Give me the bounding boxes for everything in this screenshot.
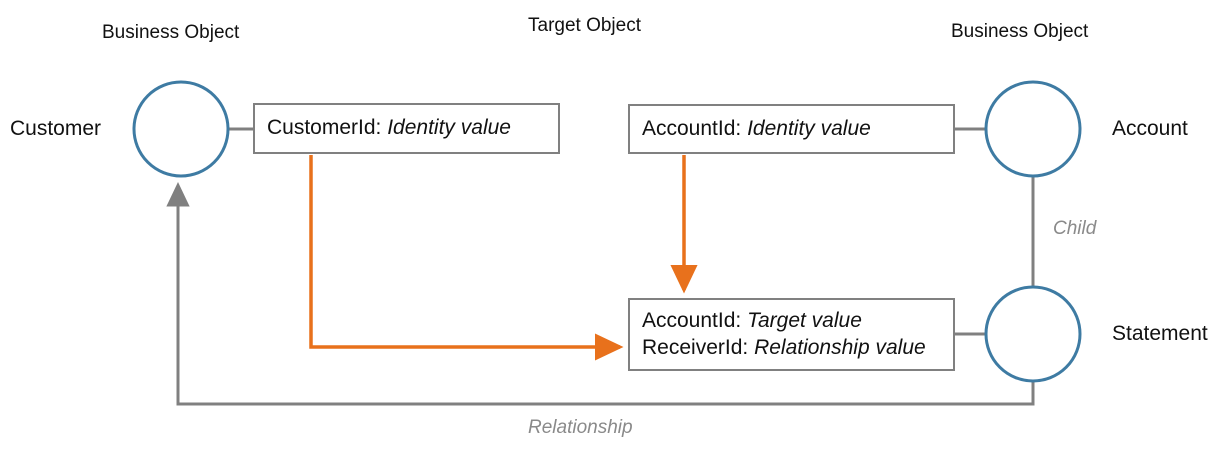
attribute-box-statement-keys: AccountId: Target value ReceiverId: Rela… xyxy=(628,298,955,371)
attribute-key: AccountId: xyxy=(642,308,742,332)
entity-circle-account xyxy=(984,80,1082,178)
header-target-object: Target Object xyxy=(528,15,641,36)
relationship-label-child: Child xyxy=(1053,218,1097,239)
attribute-line: ReceiverId: Relationship value xyxy=(630,335,953,362)
attribute-line: CustomerId: Identity value xyxy=(255,115,558,142)
header-business-object-left: Business Object xyxy=(102,22,240,43)
attribute-key: ReceiverId: xyxy=(642,335,749,359)
attribute-line: AccountId: Identity value xyxy=(630,116,953,143)
attribute-key: AccountId: xyxy=(642,116,742,140)
attribute-value: Identity value xyxy=(387,116,511,140)
attribute-line: AccountId: Target value xyxy=(630,308,953,335)
relationship-label-relationship: Relationship xyxy=(528,417,633,438)
entity-label-statement: Statement xyxy=(1112,322,1208,345)
attribute-key: CustomerId: xyxy=(267,116,382,140)
entity-label-customer: Customer xyxy=(10,117,102,140)
entity-circle-statement xyxy=(984,285,1082,383)
attribute-box-customer-id: CustomerId: Identity value xyxy=(253,103,560,154)
attribute-value: Relationship value xyxy=(754,335,926,359)
flow-customerid-to-receiverid xyxy=(309,155,624,361)
relationship-path-statement-to-customer xyxy=(166,181,1035,406)
attribute-value: Identity value xyxy=(747,116,871,140)
attribute-value: Target value xyxy=(747,308,862,332)
header-business-object-right: Business Object xyxy=(951,21,1089,42)
attribute-box-account-id: AccountId: Identity value xyxy=(628,104,955,154)
entity-circle-customer xyxy=(132,80,230,178)
entity-label-account: Account xyxy=(1112,117,1188,140)
